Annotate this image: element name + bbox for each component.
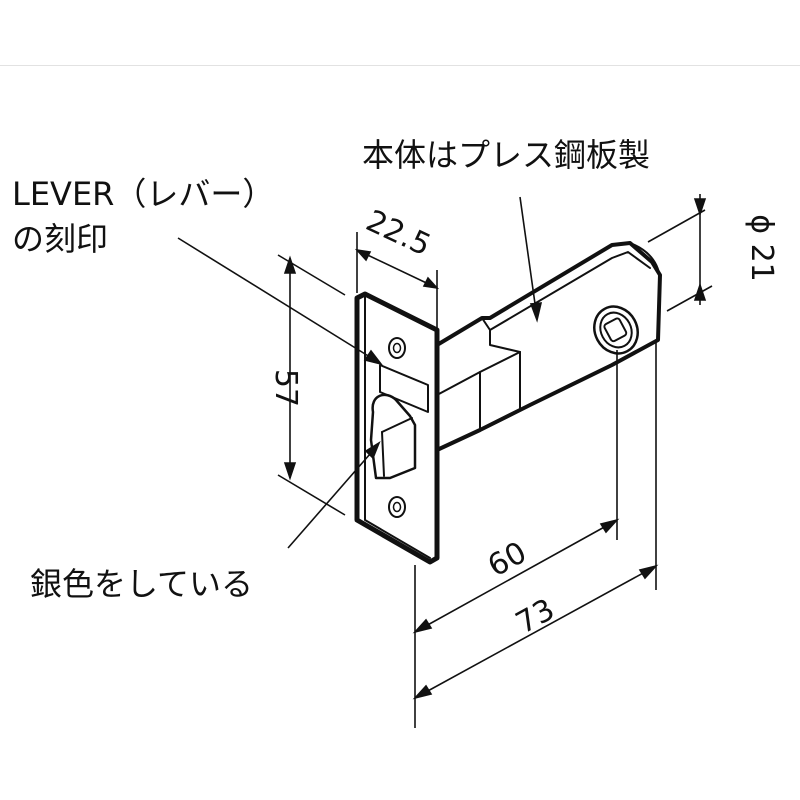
lever-engraving: [379, 364, 429, 413]
faceplate-width-dimension: 22.5: [361, 204, 436, 264]
lever-label-line2: の刻印: [12, 220, 108, 258]
total-length-dimension: 73: [510, 592, 560, 641]
dimension-lines: [277, 194, 713, 728]
lever-label-line1: LEVER（レバー）: [12, 175, 274, 213]
body-material-label: 本体はプレス鋼板製: [362, 136, 650, 174]
latch-bolt: [369, 393, 417, 480]
backset-dimension: 60: [482, 535, 532, 584]
upper-screw-hole: [388, 337, 406, 359]
silver-label: 銀色をしている: [30, 565, 253, 603]
latch-tube: [435, 241, 662, 452]
diameter-dimension: ϕ 21: [744, 214, 779, 282]
spindle-hole: [593, 305, 639, 355]
top-divider: [0, 65, 800, 66]
lower-screw-hole: [388, 496, 406, 518]
leader-lines: [177, 196, 543, 549]
faceplate: [354, 291, 440, 565]
faceplate-height-dimension: 57: [268, 369, 303, 407]
